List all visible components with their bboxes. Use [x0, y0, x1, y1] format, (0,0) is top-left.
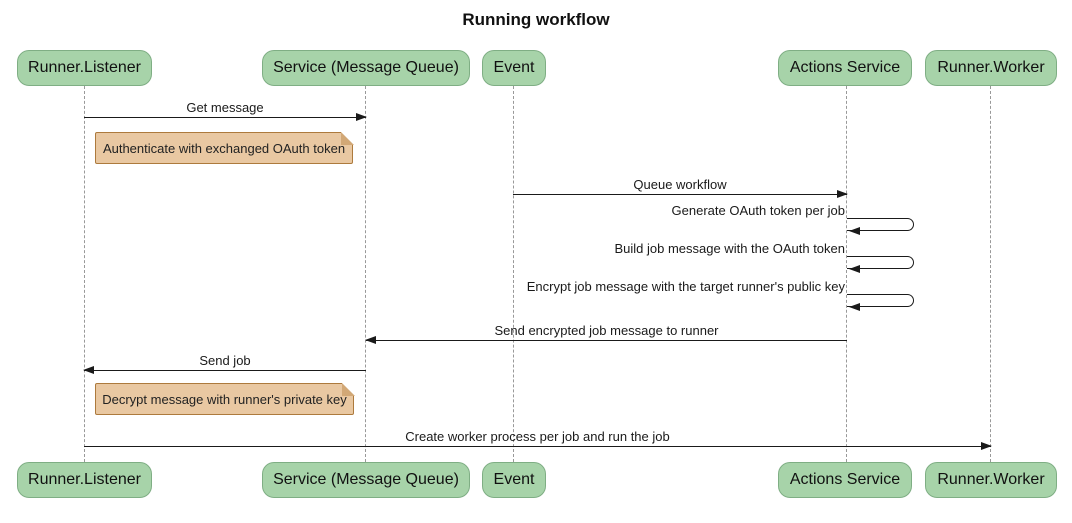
actor-label: Event: [493, 59, 535, 76]
arrowhead-right-icon: [981, 442, 992, 450]
actor-runner-listener-top: Runner.Listener: [17, 50, 152, 86]
note-text: Authenticate with exchanged OAuth token: [102, 140, 346, 156]
actor-actions-service-bottom: Actions Service: [778, 462, 912, 498]
lifeline-actions-service: [846, 86, 847, 462]
lifeline-runner-worker: [990, 86, 991, 462]
actor-runner-worker-top: Runner.Worker: [925, 50, 1057, 86]
actor-label: Actions Service: [789, 59, 901, 76]
message-line-queue-workflow: [513, 190, 848, 198]
lifeline-runner-listener: [84, 86, 85, 462]
self-message-generate-oauth-token: [847, 218, 914, 235]
message-line-create-worker-process: [84, 442, 992, 450]
message-label-generate-oauth-token: Generate OAuth token per job: [671, 203, 845, 218]
message-label-get-message: Get message: [186, 100, 264, 115]
actor-service-message-queue-top: Service (Message Queue): [262, 50, 470, 86]
actor-label: Runner.Listener: [28, 471, 141, 488]
actor-label: Service (Message Queue): [273, 59, 459, 76]
diagram-title: Running workflow: [462, 10, 610, 29]
message-label-create-worker-process: Create worker process per job and run th…: [405, 429, 670, 444]
arrowhead-left-icon: [83, 366, 94, 374]
arrowhead-right-icon: [837, 190, 848, 198]
message-label-queue-workflow: Queue workflow: [633, 177, 727, 192]
message-label-send-job: Send job: [199, 353, 251, 368]
message-label-encrypt-job-message: Encrypt job message with the target runn…: [526, 279, 845, 294]
actor-runner-listener-bottom: Runner.Listener: [17, 462, 152, 498]
actor-service-message-queue-bottom: Service (Message Queue): [262, 462, 470, 498]
message-line-get-message: [84, 113, 367, 121]
arrowhead-left-icon: [849, 265, 860, 273]
actor-label: Runner.Worker: [937, 59, 1045, 76]
self-message-build-job-message: [847, 256, 914, 273]
self-message-encrypt-job-message: [847, 294, 914, 311]
actor-label: Actions Service: [789, 471, 901, 488]
actor-label: Service (Message Queue): [273, 471, 459, 488]
actor-event-top: Event: [482, 50, 546, 86]
arrowhead-right-icon: [356, 113, 367, 121]
arrowhead-left-icon: [849, 303, 860, 311]
actor-actions-service-top: Actions Service: [778, 50, 912, 86]
message-line-send-job: [83, 366, 366, 374]
message-line-send-encrypted-job: [365, 336, 847, 344]
actor-label: Runner.Worker: [937, 471, 1045, 488]
lifeline-event: [513, 86, 514, 462]
note-authenticate-oauth: Authenticate with exchanged OAuth token: [95, 131, 354, 164]
actor-event-bottom: Event: [482, 462, 546, 498]
note-text: Decrypt message with runner's private ke…: [102, 391, 347, 407]
actor-label: Runner.Listener: [28, 59, 141, 76]
arrowhead-left-icon: [849, 227, 860, 235]
note-decrypt-message: Decrypt message with runner's private ke…: [95, 382, 355, 415]
message-label-send-encrypted-job: Send encrypted job message to runner: [494, 323, 719, 338]
lifeline-service-message-queue: [365, 86, 366, 462]
message-label-build-job-message: Build job message with the OAuth token: [614, 241, 845, 256]
arrowhead-left-icon: [365, 336, 376, 344]
actor-runner-worker-bottom: Runner.Worker: [925, 462, 1057, 498]
actor-label: Event: [493, 471, 535, 488]
